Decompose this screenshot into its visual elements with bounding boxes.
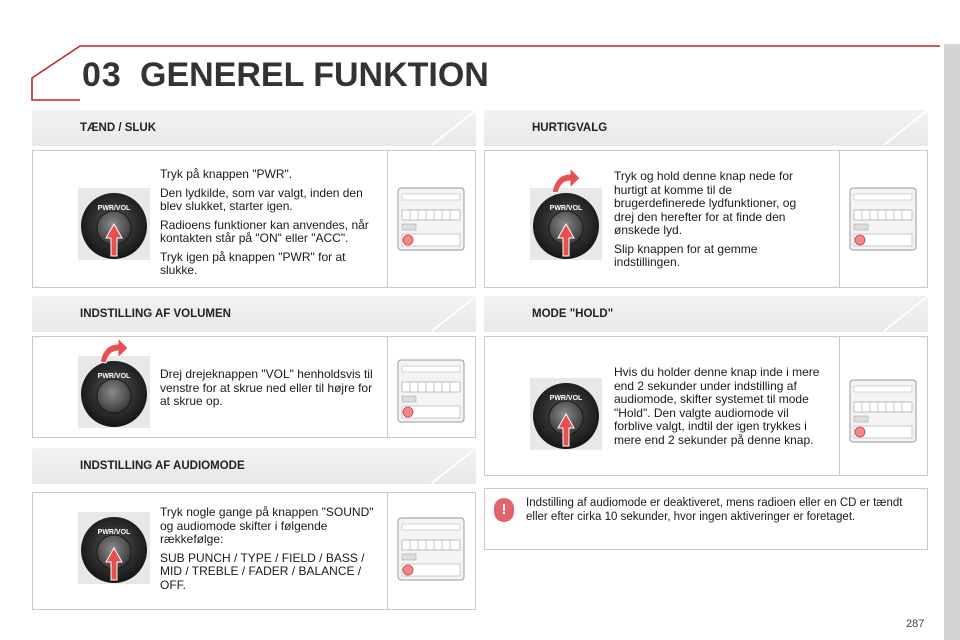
section-header-quick: HURTIGVALG — [484, 110, 928, 146]
radio-panel-icon — [846, 184, 918, 252]
press-arrow-icon — [557, 412, 575, 447]
pwr-vol-knob-icon: PWR/VOL — [530, 188, 602, 260]
step-text-volume: Drej drejeknappen "VOL" henholdsvis til … — [160, 367, 382, 414]
step-text-power: Tryk på knappen "PWR". Den lydkilde, som… — [160, 167, 382, 283]
warning-note — [484, 488, 928, 550]
svg-text:PWR/VOL: PWR/VOL — [550, 205, 583, 212]
page-number: 287 — [906, 618, 925, 630]
page-title: GENEREL FUNKTION — [140, 56, 489, 94]
rotate-arrow-icon — [551, 166, 581, 194]
section-header-power: TÆND / SLUK — [32, 110, 476, 146]
text-line: Radioens funktioner kan anvendes, når ko… — [160, 217, 369, 245]
radio-panel-icon — [846, 376, 918, 444]
svg-text:PWR/VOL: PWR/VOL — [98, 529, 131, 536]
header-frame — [30, 44, 940, 102]
text-line: SUB PUNCH / TYPE / FIELD / BASS / MID / … — [160, 550, 365, 592]
text-line: Hvis du holder denne knap inde i mere en… — [614, 365, 820, 447]
section-title-power: TÆND / SLUK — [80, 122, 157, 134]
rotate-arrow-icon — [99, 336, 129, 364]
pwr-vol-knob-icon: PWR/VOL — [78, 188, 150, 260]
pwr-vol-knob-icon: PWR/VOL — [78, 356, 150, 428]
radio-panel-icon — [394, 356, 466, 424]
radio-panel-icon — [394, 184, 466, 252]
section-title-quick: HURTIGVALG — [532, 122, 608, 134]
text-line: Tryk på knappen "PWR". — [160, 167, 293, 181]
svg-text:PWR/VOL: PWR/VOL — [550, 395, 583, 402]
text-line: Tryk igen på knappen "PWR" for at slukke… — [160, 249, 346, 277]
section-header-audiomode: INDSTILLING AF AUDIOMODE — [32, 448, 476, 484]
step-text-quick: Tryk og hold denne knap nede for hurtigt… — [614, 169, 814, 275]
press-arrow-icon — [105, 222, 123, 257]
chapter-number: 03 — [82, 56, 122, 94]
press-arrow-icon — [105, 546, 123, 581]
section-title-hold: MODE "HOLD" — [532, 308, 614, 320]
radio-panel-icon — [394, 514, 466, 582]
section-title-audiomode: INDSTILLING AF AUDIOMODE — [80, 460, 245, 472]
text-line: Den lydkilde, som var valgt, inden den b… — [160, 185, 363, 213]
section-header-volume: INDSTILLING AF VOLUMEN — [32, 296, 476, 332]
warning-text: Indstilling af audiomode er deaktiveret,… — [526, 497, 903, 523]
press-arrow-icon — [557, 222, 575, 257]
step-text-hold: Hvis du holder denne knap inde i mere en… — [614, 365, 830, 452]
section-title-volume: INDSTILLING AF VOLUMEN — [80, 308, 231, 320]
warning-icon: ! — [494, 498, 514, 522]
text-line: Drej drejeknappen "VOL" henholdsvis til … — [160, 367, 373, 408]
pwr-vol-knob-icon: PWR/VOL — [530, 378, 602, 450]
text-line: Slip knappen for at gemme indstillingen. — [614, 241, 758, 269]
pwr-vol-knob-icon: PWR/VOL — [78, 512, 150, 584]
section-header-hold: MODE "HOLD" — [484, 296, 928, 332]
svg-text:PWR/VOL: PWR/VOL — [98, 373, 131, 380]
text-line: Tryk nogle gange på knappen "SOUND" og a… — [160, 505, 374, 546]
step-text-audiomode: Tryk nogle gange på knappen "SOUND" og a… — [160, 505, 382, 597]
svg-text:PWR/VOL: PWR/VOL — [98, 205, 131, 212]
text-line: Tryk og hold denne knap nede for hurtigt… — [614, 169, 797, 237]
side-tab-bar — [944, 44, 960, 640]
